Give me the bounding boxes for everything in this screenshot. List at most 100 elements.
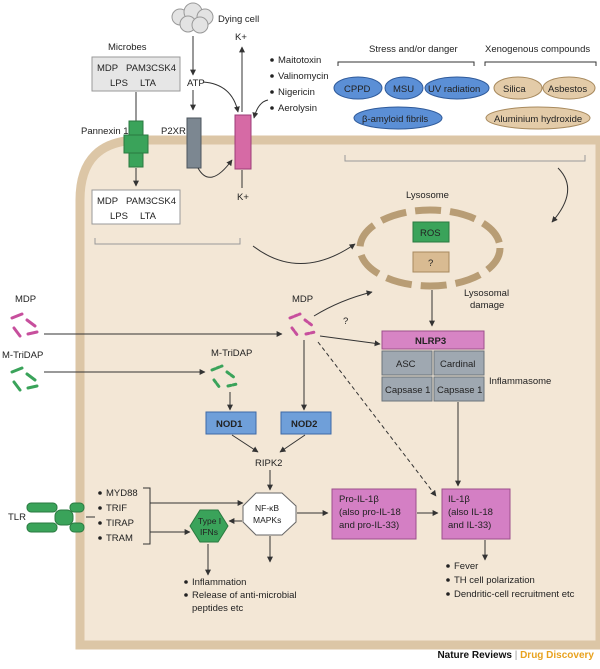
mdp-to-lysosome-arrow xyxy=(313,290,373,317)
cardinal-box xyxy=(433,350,485,376)
p2xr-to-channel-arrow xyxy=(197,159,233,178)
silica-label: Silica xyxy=(503,84,526,95)
nlrp3-label: NLRP3 xyxy=(415,336,446,347)
inner-mdp: MDP xyxy=(97,196,118,207)
inner-pam3csk4: PAM3CSK4 xyxy=(126,196,176,207)
toxin-list: Maitotoxin Valinomycin Nigericin Aerolys… xyxy=(270,55,329,114)
cppd-pill xyxy=(333,76,383,100)
il-label-2: (also IL-18 xyxy=(448,507,493,518)
outcome-item: peptides etc xyxy=(192,603,243,614)
il-box xyxy=(441,488,511,540)
stress-bracket xyxy=(337,61,475,66)
stress-title: Stress and/or danger xyxy=(369,44,458,55)
xeno-title: Xenogenous compounds xyxy=(485,44,590,55)
pannexin-label: Pannexin 1 xyxy=(81,126,129,137)
mdp-out-icon xyxy=(10,312,39,338)
ros-label: ROS xyxy=(420,228,441,239)
cppd-label: CPPD xyxy=(344,84,371,95)
toxin-item: Maitotoxin xyxy=(278,55,321,66)
asbestos-pill xyxy=(542,76,596,100)
asbestos-label: Asbestos xyxy=(548,84,587,95)
type1-ifn-hexagon xyxy=(189,509,229,543)
inner-pamp-box xyxy=(91,189,181,225)
microbes-box xyxy=(91,56,181,92)
atp-label: ATP xyxy=(187,78,205,89)
caspase1-label-b: Capsase 1 xyxy=(437,385,482,396)
p2xr-channel xyxy=(186,117,202,169)
microbes-pam3csk4: PAM3CSK4 xyxy=(126,63,176,74)
toxin-item: Nigericin xyxy=(278,87,315,98)
ripk2-label: RIPK2 xyxy=(255,458,282,469)
mdp-to-nlrp3-arrow xyxy=(319,335,381,347)
inflammasome-label: Inflammasome xyxy=(489,376,551,387)
xeno-bracket xyxy=(484,61,597,66)
caspase1-box-b xyxy=(433,376,485,402)
danger-to-lysosome-arrow xyxy=(551,167,569,223)
type1-ifn-label-2: IFNs xyxy=(200,527,218,537)
unknown-label: ? xyxy=(428,258,433,269)
nod1-label: NOD1 xyxy=(216,419,243,430)
il-label: IL-1β xyxy=(448,494,470,505)
k-channel xyxy=(234,114,252,170)
p2xr-label: P2XR xyxy=(161,126,186,137)
lysosomal-damage-label: Lysosomal xyxy=(464,288,509,299)
tlr-receptor-icon xyxy=(26,502,85,533)
question-label: ? xyxy=(343,316,348,327)
mdp-dashed-arrow xyxy=(317,341,437,497)
adaptor-item: TRIF xyxy=(106,503,127,514)
outcome-item: TH cell polarization xyxy=(454,575,535,586)
pro-il-box xyxy=(331,488,417,540)
microbes-mdp: MDP xyxy=(97,63,118,74)
uv-label: UV radiation xyxy=(428,84,480,95)
mdp-in-label: MDP xyxy=(292,294,313,305)
adaptor-bracket xyxy=(143,487,151,545)
toxin-arrow xyxy=(252,99,269,119)
pannexin-channel-body xyxy=(123,134,149,154)
mapks-label: MAPKs xyxy=(253,515,281,525)
type1-ifn-label: Type I xyxy=(198,516,221,526)
lysosome xyxy=(356,206,504,290)
adaptor-item: MYD88 xyxy=(106,488,138,499)
msu-label: MSU xyxy=(393,84,414,95)
atp-curve-arrow xyxy=(202,81,240,113)
danger-bracket xyxy=(344,155,586,162)
microbes-lta: LTA xyxy=(140,78,157,89)
pamp-to-lysosome-arrow xyxy=(252,243,356,264)
amyloid-pill xyxy=(353,106,443,130)
mdp-out-label: MDP xyxy=(15,294,36,305)
nod2-label: NOD2 xyxy=(291,419,317,430)
aluminium-pill xyxy=(485,106,591,130)
silica-pill xyxy=(493,76,543,100)
adaptor-list: MYD88 TRIF TIRAP TRAM xyxy=(98,488,138,544)
pro-il-label-2: (also pro-IL-18 xyxy=(339,507,401,518)
asc-label: ASC xyxy=(396,359,416,370)
mtridap-in-label: M-TriDAP xyxy=(211,348,252,359)
ros-box xyxy=(412,221,450,243)
nod2-to-ripk2-arrow xyxy=(279,434,306,453)
mtridap-out-label: M-TriDAP xyxy=(2,350,43,361)
nod2-box xyxy=(280,411,332,435)
nod1-box xyxy=(205,411,257,435)
journal-section: Drug Discovery xyxy=(520,650,594,661)
caspase1-label-a: Capsase 1 xyxy=(385,385,430,396)
pro-il-label-3: and pro-IL-33) xyxy=(339,520,399,531)
microbes-title: Microbes xyxy=(108,42,147,53)
k-plus-inner: K+ xyxy=(237,192,249,203)
msu-pill xyxy=(384,76,424,100)
dying-cell-icon xyxy=(171,2,214,34)
adaptor-item: TRAM xyxy=(106,533,133,544)
inner-lta: LTA xyxy=(140,211,157,222)
outcome-item: Inflammation xyxy=(192,577,246,588)
nfkb-octagon xyxy=(242,492,297,536)
lysosome-label: Lysosome xyxy=(406,190,449,201)
nfkb-label: NF-κB xyxy=(255,503,279,513)
journal-footer: Nature Reviews | Drug Discovery xyxy=(0,650,594,661)
mtridap-out-icon xyxy=(10,366,39,392)
pro-il-label: Pro-IL-1β xyxy=(339,494,379,505)
adaptor-item: TIRAP xyxy=(106,518,134,529)
outcomes-left: Inflammation Release of anti-microbial p… xyxy=(184,577,297,614)
dying-cell-label: Dying cell xyxy=(218,14,259,25)
caspase1-box-a xyxy=(381,376,433,402)
nlrp3-box xyxy=(381,330,485,350)
microbes-lps: LPS xyxy=(110,78,128,89)
